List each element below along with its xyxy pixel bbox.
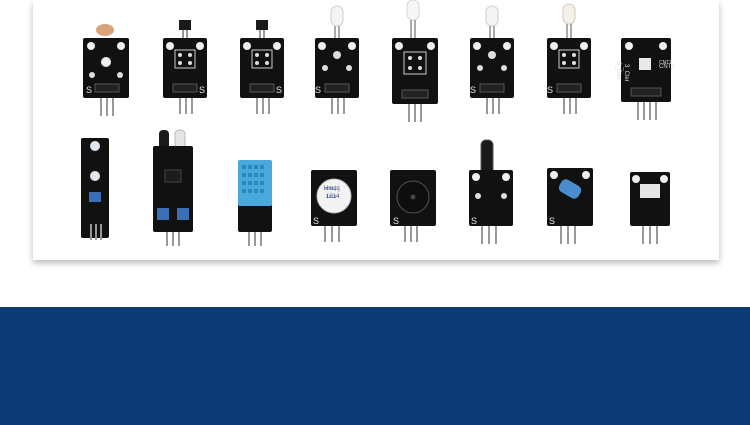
pin-label-s: S	[315, 85, 322, 95]
pin-label-s: S	[549, 216, 556, 226]
pin-label-s: S	[276, 85, 283, 95]
led-module-3	[470, 5, 514, 114]
led-module-1	[315, 5, 359, 114]
pin-label-s: S	[471, 216, 478, 226]
hall-sensor-module	[163, 20, 207, 114]
svg-text:Hmzq: Hmzq	[324, 186, 336, 191]
led-module-4	[547, 3, 591, 114]
buzzer-text-2: 1214	[326, 194, 340, 200]
footer-band	[0, 307, 750, 425]
temperature-sensor-module	[240, 20, 284, 114]
sensor-modules-photo: 3_Cler CNT1	[81, 0, 672, 246]
sensor-module-small	[630, 172, 670, 244]
mercury-switch-module	[547, 168, 593, 244]
buzzer-text-1: Hmzq	[324, 186, 340, 192]
pin-label-s: S	[86, 85, 93, 95]
product-photo-card: 3_Cler CNT1	[33, 0, 719, 260]
photoresistor-module	[83, 24, 129, 116]
pin-label-s: S	[393, 216, 400, 226]
svg-text:CNT1: CNT1	[659, 60, 672, 66]
led-module-2	[392, 0, 438, 122]
rgb-silkscreen-label-2: CNT1	[659, 64, 675, 70]
svg-text:1214: 1214	[326, 194, 337, 199]
rgb-led-module: 3_Cler CNT1	[621, 38, 672, 120]
tilt-switch-module	[469, 139, 513, 244]
pin-label-s: S	[199, 85, 206, 95]
pin-label-s: S	[313, 216, 320, 226]
pin-label-s: S	[547, 85, 554, 95]
dht11-humidity-module	[238, 160, 272, 246]
rgb-silkscreen-label: 3_Cler	[615, 62, 621, 80]
svg-text:3_Cler: 3_Cler	[623, 64, 629, 82]
pin-label-s: S	[470, 85, 477, 95]
line-tracking-module	[81, 138, 109, 240]
active-buzzer-module	[390, 170, 436, 242]
obstacle-avoidance-module	[153, 129, 193, 246]
passive-buzzer-module: Hmzq 1214	[311, 170, 357, 242]
